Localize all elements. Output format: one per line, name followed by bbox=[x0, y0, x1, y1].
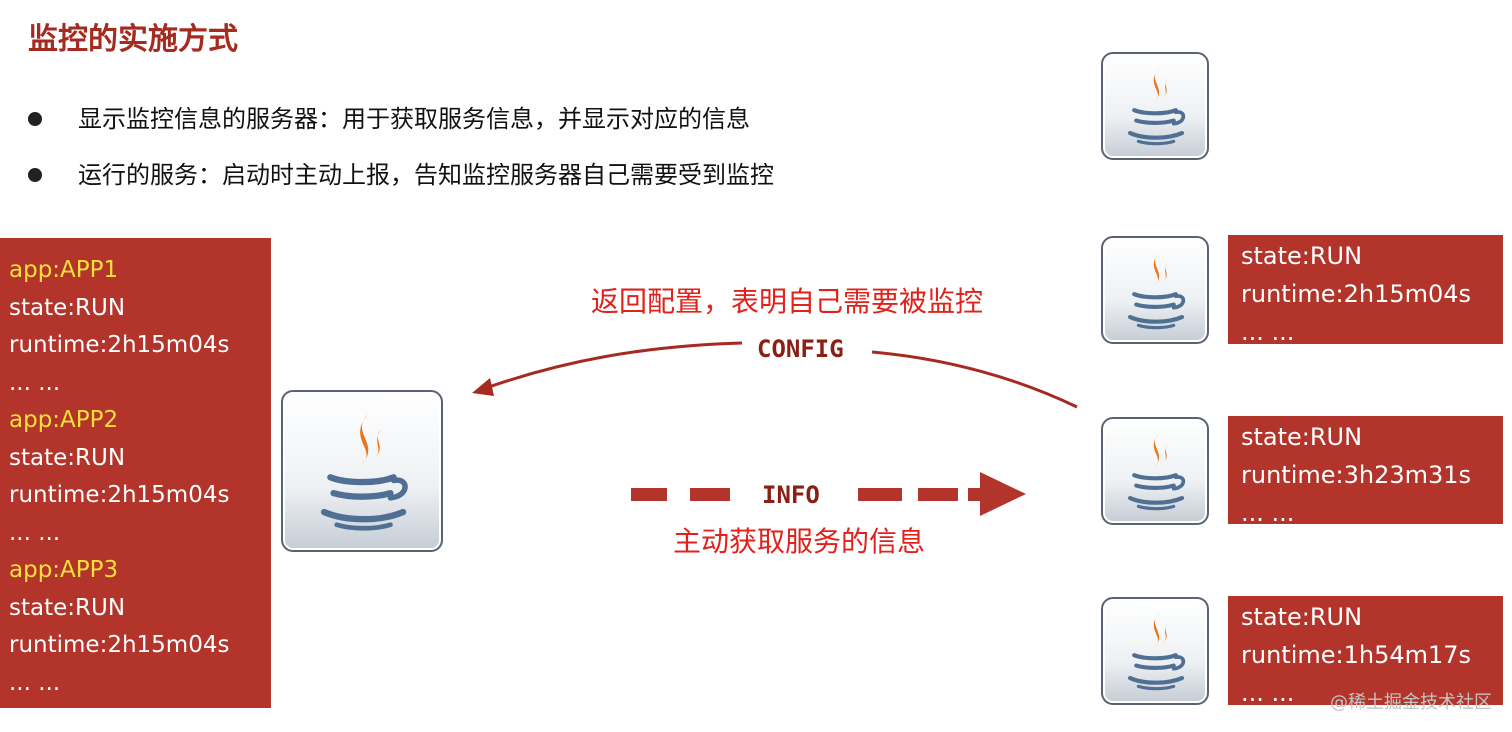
info-caption: 主动获取服务的信息 bbox=[673, 525, 926, 558]
service-java-icon bbox=[1101, 597, 1209, 705]
app-name: app:APP2 bbox=[9, 407, 119, 433]
java-coffee-cup-icon bbox=[1127, 68, 1186, 146]
service-more: ... ... bbox=[1241, 679, 1295, 707]
java-coffee-cup-icon bbox=[1127, 252, 1186, 330]
service-java-icon bbox=[1101, 236, 1209, 344]
service-state: state:RUN bbox=[1241, 603, 1363, 631]
info-dashed-arrow bbox=[631, 472, 1026, 516]
java-coffee-cup-icon bbox=[320, 414, 408, 531]
service-more: ... ... bbox=[1241, 318, 1295, 346]
monitor-server-java-icon bbox=[281, 390, 443, 552]
app-name: app:APP3 bbox=[9, 557, 119, 583]
config-arrow bbox=[871, 350, 1078, 409]
monitor-server-info-panel: app:APP1 state:RUN runtime:2h15m04s ... … bbox=[0, 238, 271, 708]
watermark: @稀土掘金技术社区 bbox=[1330, 692, 1492, 713]
config-arrowhead-icon bbox=[472, 378, 494, 396]
bullet-item: 运行的服务：启动时主动上报，告知监控服务器自己需要受到监控 bbox=[28, 154, 774, 210]
service-status-panel: state:RUN runtime:2h15m04s ... ... bbox=[1228, 235, 1503, 346]
service-status-panel: state:RUN runtime:3h23m31s ... ... bbox=[1228, 416, 1503, 527]
service-runtime: runtime:3h23m31s bbox=[1241, 461, 1472, 489]
config-caption: 返回配置，表明自己需要被监控 bbox=[591, 285, 984, 318]
config-label: CONFIG bbox=[757, 335, 844, 363]
java-coffee-cup-icon bbox=[1127, 433, 1186, 511]
service-runtime: runtime:1h54m17s bbox=[1241, 641, 1472, 669]
service-status-panel: state:RUN runtime:1h54m17s ... ... bbox=[1228, 596, 1503, 707]
page-title: 监控的实施方式 bbox=[28, 22, 238, 57]
app-runtime: runtime:2h15m04s bbox=[9, 632, 230, 658]
app-name: app:APP1 bbox=[9, 257, 119, 283]
bullet-dot-icon bbox=[28, 168, 42, 182]
service-state: state:RUN bbox=[1241, 242, 1363, 270]
config-arrow bbox=[485, 341, 743, 390]
app-more: ... ... bbox=[9, 669, 61, 696]
bullet-text: 显示监控信息的服务器：用于获取服务信息，并显示对应的信息 bbox=[78, 105, 750, 133]
java-coffee-cup-icon bbox=[1127, 613, 1186, 691]
service-runtime: runtime:2h15m04s bbox=[1241, 280, 1472, 308]
service-state: state:RUN bbox=[1241, 423, 1363, 451]
app-state: state:RUN bbox=[9, 294, 126, 321]
app-runtime: runtime:2h15m04s bbox=[9, 332, 230, 358]
bullet-dot-icon bbox=[28, 112, 42, 126]
app-state: state:RUN bbox=[9, 444, 126, 471]
bullet-item: 显示监控信息的服务器：用于获取服务信息，并显示对应的信息 bbox=[28, 98, 774, 154]
service-java-icon bbox=[1101, 52, 1209, 160]
bullet-list: 显示监控信息的服务器：用于获取服务信息，并显示对应的信息 运行的服务：启动时主动… bbox=[28, 98, 774, 210]
app-runtime: runtime:2h15m04s bbox=[9, 482, 230, 508]
app-state: state:RUN bbox=[9, 594, 126, 621]
service-java-icon bbox=[1101, 417, 1209, 525]
service-more: ... ... bbox=[1241, 499, 1295, 527]
bullet-text: 运行的服务：启动时主动上报，告知监控服务器自己需要受到监控 bbox=[78, 161, 774, 189]
app-more: ... ... bbox=[9, 369, 61, 396]
app-more: ... ... bbox=[9, 519, 61, 546]
info-arrowhead-icon bbox=[980, 472, 1026, 516]
info-label: INFO bbox=[762, 481, 820, 509]
